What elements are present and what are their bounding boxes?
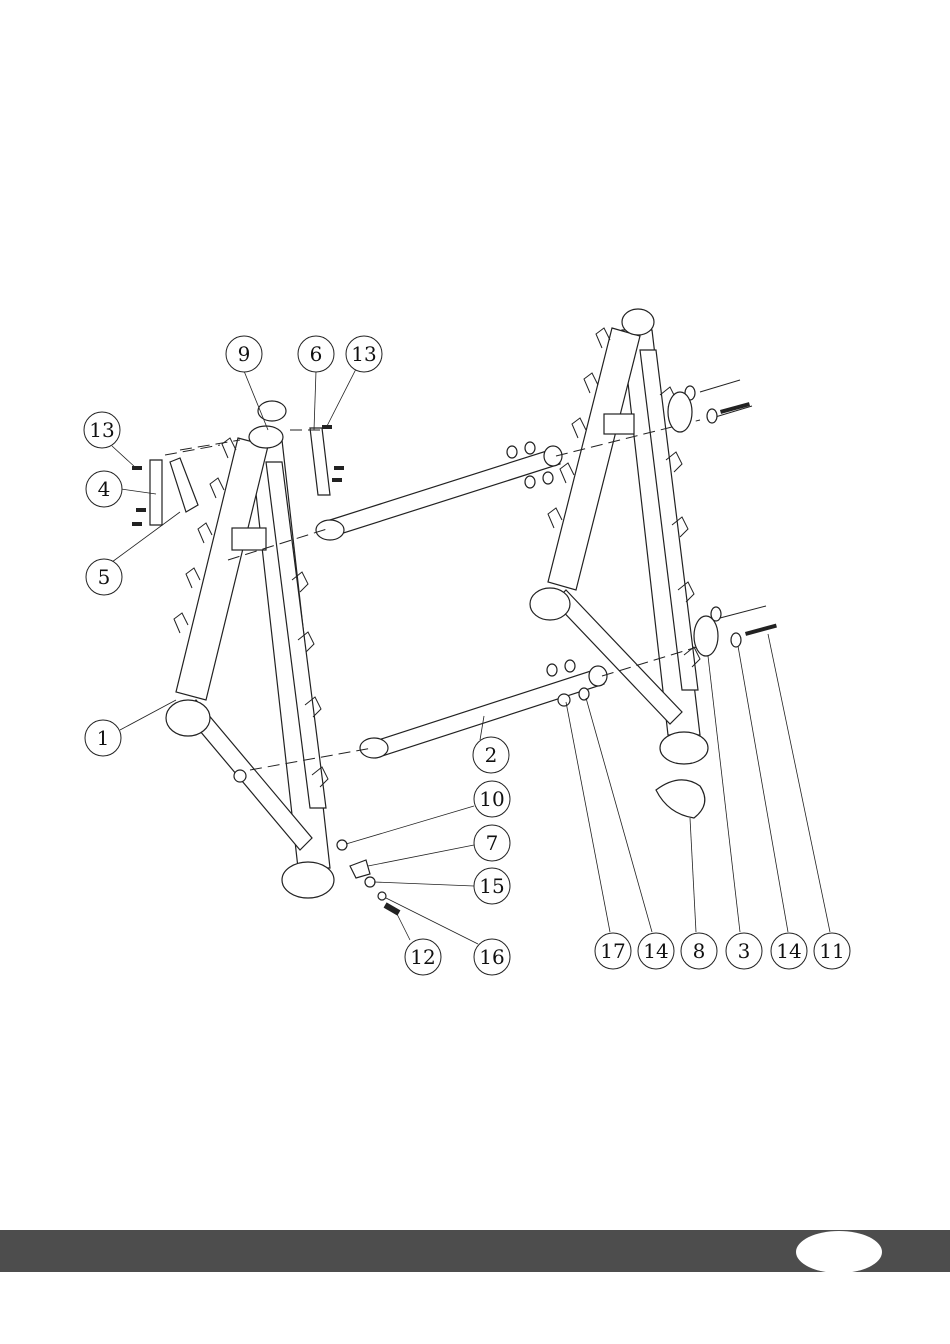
top-cap-part: [258, 401, 286, 421]
callout-2-label: 2: [485, 743, 498, 767]
callout-4-label: 4: [98, 477, 111, 501]
page-number-oval: [796, 1231, 882, 1273]
callout-13-left-label: 13: [89, 418, 114, 442]
callout-14-a: 14: [638, 933, 674, 969]
leader-lines: [112, 369, 830, 944]
callout-3: 3: [726, 933, 762, 969]
callout-9-label: 9: [238, 342, 251, 366]
callout-13-top-label: 13: [351, 342, 376, 366]
callout-14-a-label: 14: [643, 939, 668, 963]
callout-6-label: 6: [310, 342, 323, 366]
callout-15-label: 15: [479, 874, 504, 898]
callout-2: 2: [473, 737, 509, 773]
callout-4: 4: [86, 471, 122, 507]
callout-14-b: 14: [771, 933, 807, 969]
callout-7: 7: [474, 825, 510, 861]
callout-10: 10: [474, 781, 510, 817]
callout-14-b-label: 14: [776, 939, 801, 963]
callout-17: 17: [595, 933, 631, 969]
callout-8-label: 8: [693, 939, 706, 963]
callout-6: 6: [298, 336, 334, 372]
callout-11-label: 11: [819, 939, 844, 963]
callout-15: 15: [474, 868, 510, 904]
callout-1: 1: [85, 720, 121, 756]
callout-11: 11: [814, 933, 850, 969]
callout-12-label: 12: [410, 945, 435, 969]
callout-5-label: 5: [98, 565, 111, 589]
callout-1-label: 1: [97, 726, 110, 750]
callout-9: 9: [226, 336, 262, 372]
callout-16: 16: [474, 939, 510, 975]
callout-16-label: 16: [479, 945, 504, 969]
callout-8: 8: [681, 933, 717, 969]
callout-7-label: 7: [486, 831, 499, 855]
callout-3-label: 3: [738, 939, 751, 963]
callout-12: 12: [405, 939, 441, 975]
callout-5: 5: [86, 559, 122, 595]
callout-10-label: 10: [479, 787, 504, 811]
callout-13-left: 13: [84, 412, 120, 448]
callout-17-label: 17: [600, 939, 625, 963]
callout-13-top: 13: [346, 336, 382, 372]
